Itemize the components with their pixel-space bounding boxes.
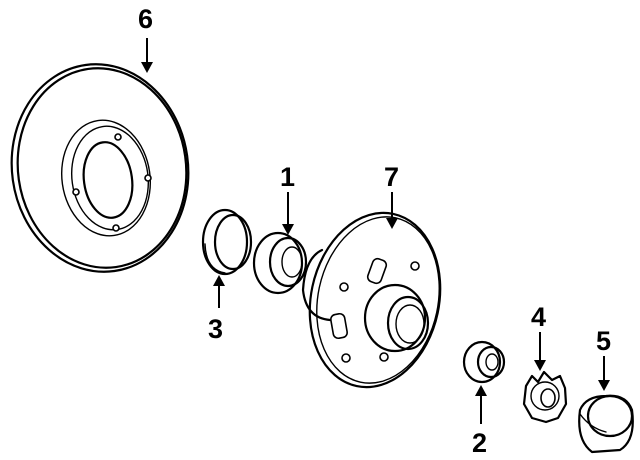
leader-lines (141, 38, 610, 424)
oil-seal (201, 208, 253, 276)
wheel-hub (301, 211, 442, 389)
callout-7: 7 (384, 162, 399, 192)
brake-rotor (10, 63, 190, 273)
castle-nut (522, 370, 568, 424)
callout-4: 4 (531, 302, 546, 332)
callout-2: 2 (472, 428, 487, 458)
grease-cap (578, 394, 634, 454)
outer-bearing (462, 340, 506, 384)
callout-6: 6 (138, 4, 153, 34)
inner-bearing (252, 231, 308, 295)
callout-1: 1 (280, 162, 295, 192)
callout-3: 3 (208, 314, 223, 344)
callout-5: 5 (596, 326, 611, 356)
